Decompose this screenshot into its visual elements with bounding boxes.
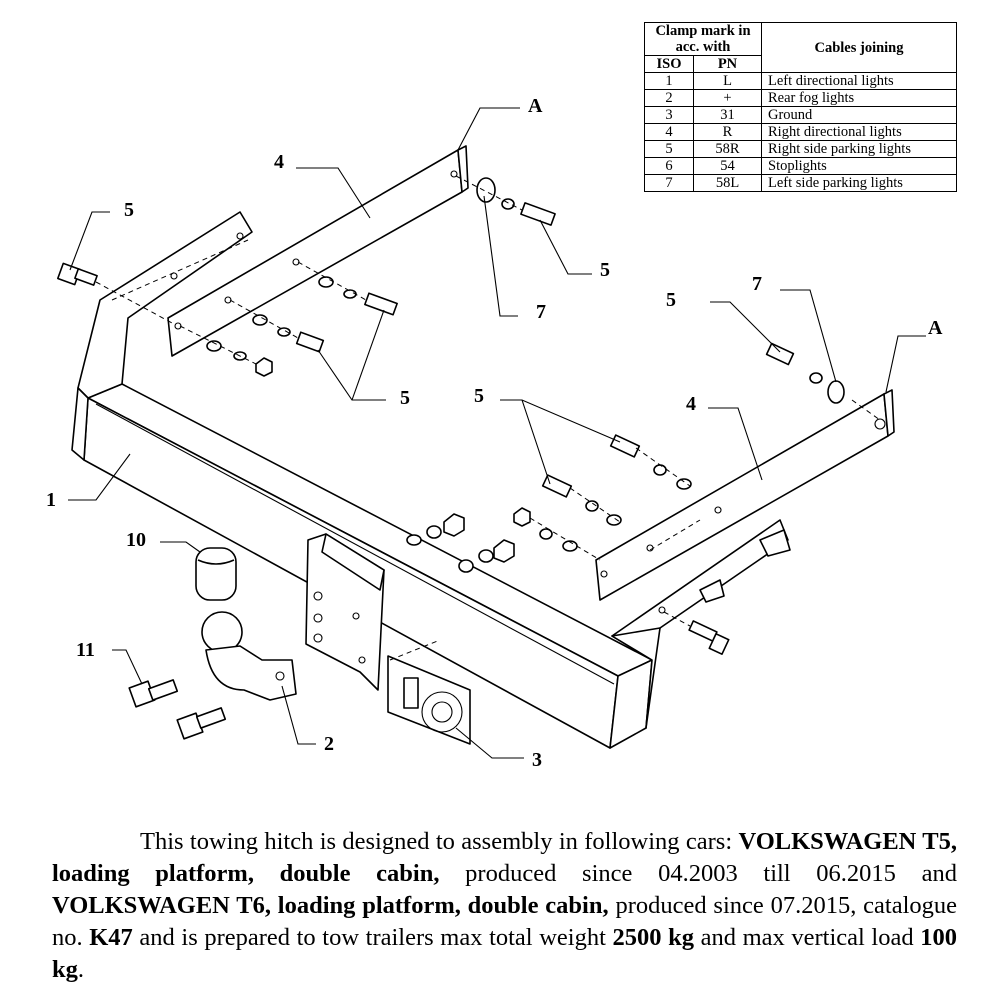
- hitch-mount-plate: [305, 533, 385, 691]
- iso-cell: 4: [644, 123, 694, 141]
- cable-joining-table: Clamp mark in acc. with Cables joining I…: [644, 22, 957, 192]
- max-vertical-load: 100 kg: [52, 924, 957, 983]
- iso-cell: 6: [644, 157, 694, 175]
- tow-ball: [195, 547, 297, 701]
- pn-cell: 58L: [693, 174, 762, 192]
- cable-desc-cell: Rear fog lights: [761, 89, 957, 107]
- iso-cell: 5: [644, 140, 694, 158]
- cable-desc-cell: Ground: [761, 106, 957, 124]
- car-model-t5: VOLKSWAGEN T5, loading platform, double …: [52, 828, 957, 887]
- header-iso: ISO: [644, 55, 694, 73]
- callout-7-right: 7: [752, 273, 762, 295]
- callout-5-top-right: 5: [600, 259, 610, 281]
- description-intro: This towing hitch is designed to assembl…: [140, 828, 739, 855]
- callout-a-right: A: [928, 317, 943, 339]
- description-paragraph: This towing hitch is designed to assembl…: [52, 826, 957, 986]
- description-load-text: and max vertical load: [694, 924, 921, 951]
- cable-desc-cell: Left side parking lights: [761, 174, 957, 192]
- description-tow-text: and is prepared to tow trailers max tota…: [132, 924, 613, 951]
- towing-hitch-exploded-diagram: A 4 5 5 7 5 5 7 A 4 5 1 10 11 2 3: [46, 95, 943, 771]
- hitch-bolts: [128, 679, 227, 740]
- left-side-bracket: [71, 211, 253, 461]
- iso-cell: 1: [644, 72, 694, 90]
- pn-cell: 31: [693, 106, 762, 124]
- header-clamp-mark: Clamp mark in acc. with: [644, 22, 762, 56]
- socket-plate: [387, 639, 471, 745]
- pn-cell: 54: [693, 157, 762, 175]
- cable-desc-cell: Stoplights: [761, 157, 957, 175]
- header-pn: PN: [693, 55, 762, 73]
- right-side-bracket: [611, 519, 791, 729]
- callout-5-top-left: 5: [124, 199, 134, 221]
- iso-cell: 3: [644, 106, 694, 124]
- description-t5-dates: produced since 04.2003 till 06.2015 and: [439, 860, 957, 887]
- callout-5-middle: 5: [400, 387, 410, 409]
- max-total-weight: 2500 kg: [612, 924, 694, 951]
- left-mounting-plate: [167, 145, 469, 357]
- callout-2: 2: [324, 733, 334, 755]
- header-cables-joining: Cables joining: [761, 22, 957, 73]
- callout-10: 10: [126, 529, 146, 551]
- cable-desc-cell: Left directional lights: [761, 72, 957, 90]
- callout-a-top: A: [528, 95, 543, 117]
- callout-1: 1: [46, 489, 56, 511]
- right-mounting-plate: [595, 389, 895, 614]
- cable-desc-cell: Right side parking lights: [761, 140, 957, 158]
- callout-4-left: 4: [274, 151, 284, 173]
- description-end: .: [77, 956, 85, 983]
- callout-labels: A 4 5 5 7 5 5 7 A 4 5 1 10 11 2 3: [46, 95, 943, 771]
- pn-cell: R: [693, 123, 762, 141]
- pn-cell: 58R: [693, 140, 762, 158]
- callout-11: 11: [76, 639, 95, 661]
- callout-5-right-top: 5: [666, 289, 676, 311]
- iso-cell: 7: [644, 174, 694, 192]
- pn-cell: +: [693, 89, 762, 107]
- table-row: 2+Rear fog lights: [644, 89, 957, 107]
- iso-cell: 2: [644, 89, 694, 107]
- catalogue-number: K47: [89, 924, 133, 951]
- callout-4-right: 4: [686, 393, 696, 415]
- callout-7-top: 7: [536, 301, 546, 323]
- leader-lines: [68, 107, 926, 759]
- callout-5-right-middle: 5: [474, 385, 484, 407]
- description-t6-dates: produced since 07.2015, catalogue no.: [52, 892, 958, 951]
- pn-cell: L: [693, 72, 762, 90]
- car-model-t6: VOLKSWAGEN T6, loading platform, double …: [52, 892, 609, 919]
- cable-desc-cell: Right directional lights: [761, 123, 957, 141]
- callout-3: 3: [532, 749, 542, 771]
